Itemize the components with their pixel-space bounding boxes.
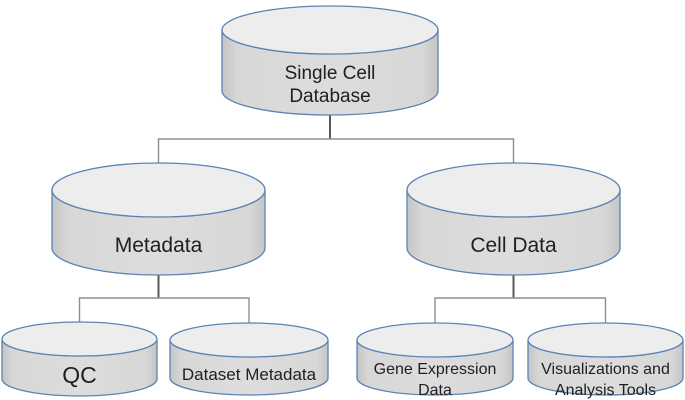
connectors [78,112,607,323]
node-cell-data: Cell Data [406,162,621,276]
node-qc: QC [1,321,158,397]
node-label: Cell Data [470,234,557,257]
edge-cell-data-to-gene-expression [434,297,514,323]
edge-metadata-to-qc [78,297,159,322]
node-label: QC [62,362,97,388]
node-label: Data [418,382,452,399]
database-cylinder-top [169,322,329,358]
node-label: Metadata [115,234,203,257]
edge-root-to-metadata [157,138,330,164]
database-cylinder-top [356,322,514,358]
database-cylinder-top [406,162,621,218]
node-label: Analysis Tools [555,382,656,399]
edge-metadata-to-dataset-metadata [158,297,250,323]
database-cylinder-top [527,322,684,358]
edge-cell-data-to-visualizations [513,297,607,323]
node-label: Database [289,86,370,107]
node-single-cell-database: Single Cell Database [221,5,439,116]
database-cylinder-top [221,5,439,55]
node-gene-expression-data: Gene Expression Data [356,322,514,399]
node-visualizations-and-analysis-tools: Visualizations and Analysis Tools [527,322,684,399]
edge-root-to-cell-data [330,138,515,164]
database-cylinder-top [51,162,266,218]
node-metadata: Metadata [51,162,266,276]
node-label: Visualizations and [541,361,670,378]
node-label: Single Cell [285,63,376,84]
node-dataset-metadata: Dataset Metadata [169,322,329,396]
node-label: Gene Expression [374,361,497,378]
database-cylinder-top [1,321,158,357]
node-label: Dataset Metadata [182,365,317,384]
